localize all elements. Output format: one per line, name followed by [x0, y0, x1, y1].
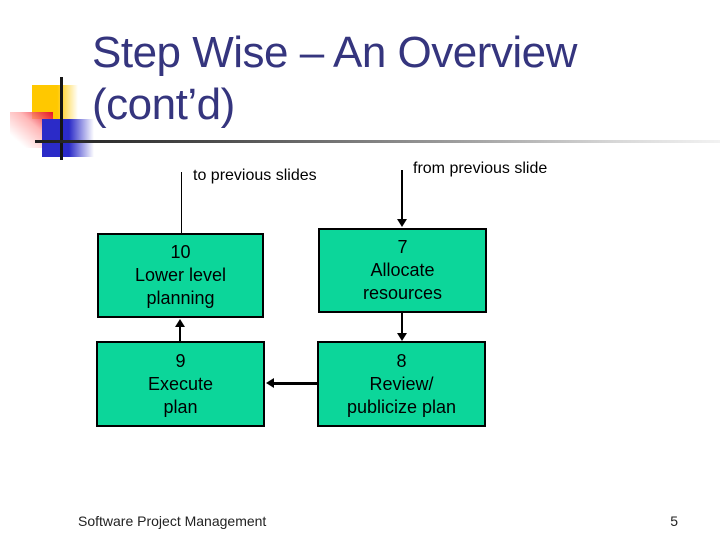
footer-title: Software Project Management — [78, 513, 267, 529]
flow-box-line: resources — [362, 283, 443, 303]
page-title: Step Wise – An Overview (cont’d) — [92, 27, 577, 131]
arrow-allocate-to-review-line — [400, 313, 404, 334]
flow-box-review-publicize-plan: 8 Review/ publicize plan — [317, 341, 486, 427]
arrow-allocate-to-review-head-icon — [397, 333, 407, 341]
arrow-execute-to-lower-head-icon — [175, 319, 185, 327]
flow-box-line: 10 — [170, 242, 191, 262]
flow-box-execute-plan: 9 Execute plan — [96, 341, 265, 427]
flow-box-line: Execute — [147, 373, 214, 394]
flow-box-line: planning — [146, 288, 215, 308]
arrow-review-to-execute-head-icon — [266, 378, 274, 389]
page-title-line-2: (cont’d) — [92, 80, 235, 129]
decor-crosshair-vertical-line — [60, 77, 63, 160]
flow-box-line: 7 — [397, 237, 408, 257]
title-underline-rule — [35, 140, 720, 143]
flow-box-line: Lower level — [134, 265, 227, 285]
flow-box-line: Review/ — [369, 373, 434, 394]
flow-box-line: 8 — [396, 350, 407, 371]
arrow-review-to-execute-line — [273, 382, 318, 385]
slide-number: 5 — [670, 513, 678, 529]
from-previous-arrow-line — [400, 170, 404, 220]
page-title-line-1: Step Wise – An Overview — [92, 28, 577, 77]
flow-box-line: 9 — [175, 350, 186, 371]
flow-box-line: Allocate — [370, 260, 435, 280]
arrow-execute-to-lower-line — [178, 326, 182, 341]
to-previous-connector-line — [180, 172, 182, 233]
to-previous-slides-label: to previous slides — [193, 167, 317, 184]
flow-box-allocate-resources: 7 Allocate resources — [318, 228, 487, 313]
flow-box-line: plan — [163, 396, 198, 417]
decor-blue-square — [42, 119, 94, 157]
flow-box-lower-level-planning: 10 Lower level planning — [97, 233, 264, 318]
from-previous-arrowhead-down-icon — [397, 219, 407, 227]
flow-box-line: publicize plan — [346, 396, 457, 417]
from-previous-slide-label: from previous slide — [413, 160, 548, 177]
